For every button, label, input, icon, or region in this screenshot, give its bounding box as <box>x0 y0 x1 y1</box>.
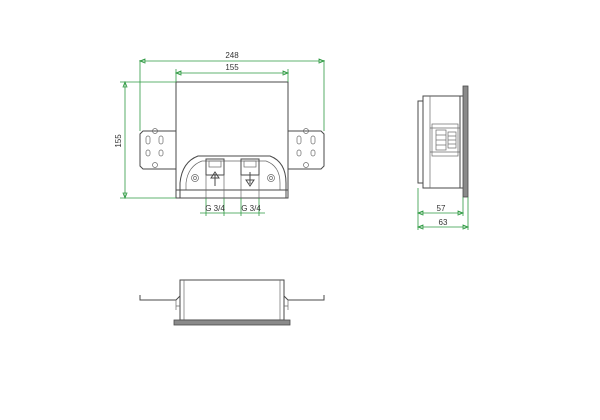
dimension-outer-depth: 63 <box>416 197 470 230</box>
dimension-ports: G 3/4 G 3/4 <box>200 198 265 216</box>
bottom-box <box>179 279 285 321</box>
side-valve-detail <box>431 123 459 157</box>
dim-248-label: 248 <box>225 51 239 60</box>
dim-port-left-label: G 3/4 <box>205 204 225 213</box>
screw-left <box>191 174 199 182</box>
dim-port-right-label: G 3/4 <box>241 204 261 213</box>
arrow-down-icon <box>245 172 255 187</box>
dim-155-height-label: 155 <box>114 134 123 148</box>
dimension-box-width: 155 <box>174 63 290 82</box>
dim-57-label: 57 <box>437 204 446 213</box>
right-mounting-bracket <box>288 128 325 170</box>
bottom-view <box>139 279 325 326</box>
side-body <box>422 95 461 189</box>
dim-63-label: 63 <box>439 218 448 227</box>
dimension-height: 155 <box>114 80 176 200</box>
bottom-base-plate <box>173 319 291 326</box>
arrow-up-icon <box>210 171 220 186</box>
front-view: 248 155 155 G 3/4 G 3/4 <box>114 51 326 216</box>
box-body <box>175 81 289 199</box>
left-mounting-bracket <box>139 128 176 170</box>
dimension-inner-depth: 57 <box>416 188 465 216</box>
side-view: 57 63 <box>416 85 470 230</box>
dimension-overall-width: 248 <box>138 51 326 131</box>
screw-right <box>267 174 275 182</box>
side-flange <box>462 85 469 198</box>
valve-housing <box>176 155 288 198</box>
dim-155-width-label: 155 <box>225 63 239 72</box>
